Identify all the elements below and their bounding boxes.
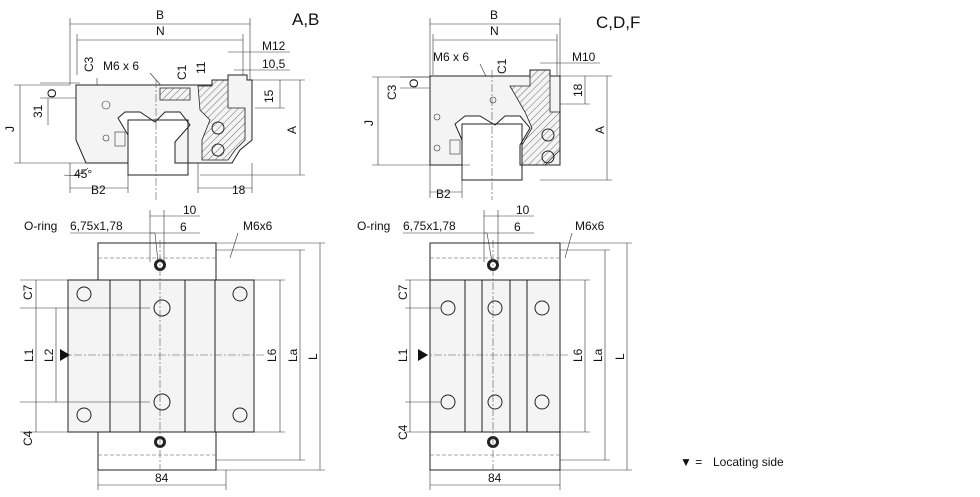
small-hole — [101, 100, 111, 110]
dim-la-r: La — [591, 348, 605, 362]
mount-hole-r — [440, 394, 456, 410]
dim-18: 18 — [232, 183, 246, 197]
dim-b2-r: B2 — [436, 187, 451, 201]
dim-n-r: N — [490, 24, 499, 38]
legend-symbol: ▼ = — [680, 455, 702, 469]
rail-bolt-r — [487, 300, 503, 316]
variant-label-cdf: C,D,F — [596, 13, 640, 32]
roller-screw-r2 — [541, 150, 555, 164]
label-oring-size: 6,75x1,78 — [70, 219, 123, 233]
locating-side-marker-r — [418, 349, 428, 361]
roller-screw-r1 — [541, 128, 555, 142]
dim-c3-r: C3 — [385, 84, 399, 100]
label-m6x6-r: M6 x 6 — [433, 50, 469, 64]
front-view-cdf: B N M6 x 6 C1 M10 C3 O J 18 A — [362, 8, 612, 201]
dim-c4: C4 — [21, 430, 35, 446]
dim-angle-45: 45° — [74, 167, 92, 181]
mount-hole-r — [534, 300, 550, 316]
mount-hole — [232, 286, 248, 302]
dim-j: J — [3, 126, 17, 132]
hatched-side-section — [197, 79, 246, 161]
roller-screw-2 — [211, 143, 225, 157]
roller-screw-1 — [211, 121, 225, 135]
dim-b: B — [156, 8, 164, 22]
small-hole-2 — [102, 134, 110, 142]
hatched-bolt-section — [159, 87, 191, 101]
dim-c7: C7 — [21, 284, 35, 300]
rail-bolt-r — [487, 394, 503, 410]
dim-11: 11 — [194, 61, 208, 74]
dim-l6-r: L6 — [571, 348, 585, 362]
label-oring-size-r: 6,75x1,78 — [403, 219, 456, 233]
dim-84-r: 84 — [488, 471, 502, 485]
dim-10-top: 10 — [183, 203, 197, 217]
label-m6x6: M6 x 6 — [103, 59, 139, 73]
label-oring-r: O-ring — [357, 219, 390, 233]
label-m6x6-top-r: M6x6 — [575, 219, 605, 233]
dim-10-5: 10,5 — [262, 57, 286, 71]
small-hole-r — [489, 96, 497, 104]
front-view-ab: B N M12 10,5 C3 M6 x 6 C1 11 O J 31 — [3, 8, 305, 200]
dim-o-r: O — [407, 79, 421, 88]
dim-m12: M12 — [262, 39, 286, 53]
mount-hole — [76, 286, 92, 302]
variant-label-ab: A,B — [292, 10, 319, 29]
legend: ▼ = Locating side — [680, 455, 784, 469]
dim-l2: L2 — [42, 348, 56, 362]
mount-hole-r — [534, 394, 550, 410]
dim-a-r: A — [593, 126, 607, 134]
rail-bolt — [153, 299, 171, 317]
carriage-top-r — [429, 279, 561, 433]
dim-l1-r: L1 — [396, 348, 410, 362]
dim-l1: L1 — [22, 348, 36, 362]
dim-n: N — [156, 24, 165, 38]
dim-c1-r: C1 — [495, 58, 509, 74]
dim-6-top-r: 6 — [514, 220, 521, 234]
small-hole-r2 — [433, 113, 441, 121]
dim-10-top-r: 10 — [516, 203, 530, 217]
dim-a: A — [285, 126, 299, 134]
locating-side-marker — [60, 349, 70, 361]
dim-b2: B2 — [91, 183, 106, 197]
dim-l: L — [306, 353, 320, 360]
dim-18-r: 18 — [571, 83, 585, 97]
logo-mark-r — [449, 139, 461, 155]
dim-6-top: 6 — [180, 220, 187, 234]
dim-c7-r: C7 — [396, 284, 410, 300]
small-hole-r3 — [433, 144, 441, 152]
dim-j-r: J — [362, 120, 376, 126]
legend-text: Locating side — [713, 455, 784, 469]
rail-profile — [127, 119, 189, 176]
dim-84: 84 — [155, 471, 169, 485]
dim-15: 15 — [262, 89, 276, 103]
dim-c3: C3 — [82, 56, 96, 72]
logo-mark — [114, 131, 126, 147]
dim-c4-r: C4 — [396, 424, 410, 440]
dim-c1: C1 — [175, 64, 189, 80]
dim-l6: L6 — [265, 348, 279, 362]
dim-b-r: B — [490, 8, 498, 22]
top-view-cdf: O-ring 6,75x1,78 10 6 M6x6 — [357, 203, 632, 490]
label-m6x6-top: M6x6 — [243, 219, 273, 233]
mount-hole — [76, 407, 92, 423]
carriage-top — [67, 279, 255, 433]
dim-31: 31 — [31, 104, 45, 118]
dim-l-r: L — [613, 353, 627, 360]
mount-hole-r — [440, 300, 456, 316]
dim-o: O — [45, 89, 59, 98]
label-oring: O-ring — [24, 219, 57, 233]
dim-m10: M10 — [572, 50, 596, 64]
top-view-ab: O-ring 6,75x1,78 10 6 M6x6 — [20, 203, 325, 490]
dim-la: La — [286, 348, 300, 362]
mount-hole — [232, 407, 248, 423]
rail-bolt — [153, 393, 171, 411]
